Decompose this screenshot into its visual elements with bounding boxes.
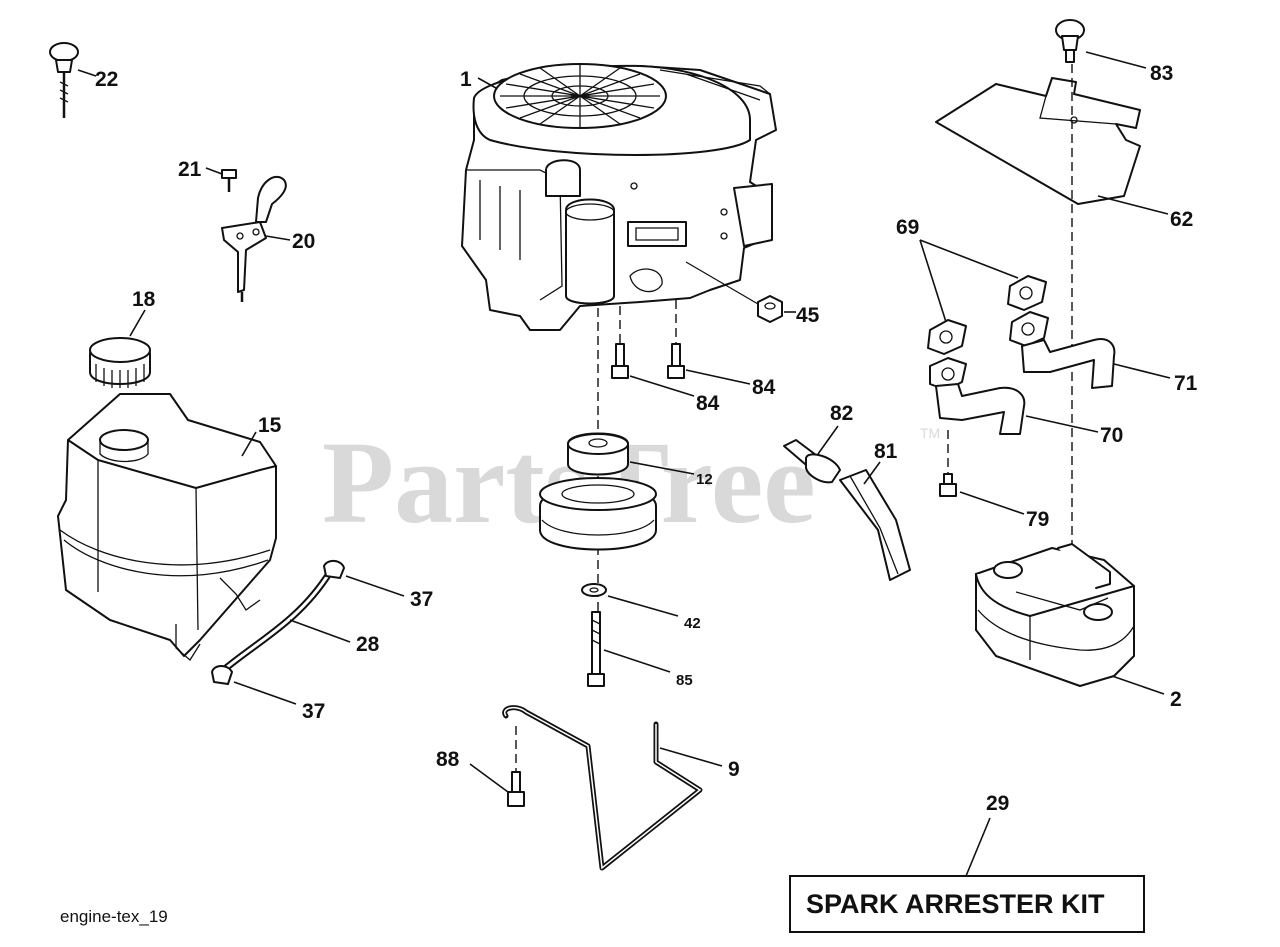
exhaust-pipe-part-70[interactable] — [929, 357, 1026, 435]
washer-part-42[interactable] — [581, 583, 607, 597]
bolt-part-83[interactable] — [1055, 19, 1085, 63]
callout-21[interactable]: 21 — [178, 158, 202, 181]
callout-15[interactable]: 15 — [258, 414, 282, 437]
rod-part-9[interactable] — [502, 705, 703, 871]
fuel-tank-part-15[interactable] — [57, 393, 277, 661]
diagram-code: engine-tex_19 — [60, 907, 168, 926]
callout-84-left[interactable]: 84 — [696, 392, 720, 415]
watermark-trademark: TM — [920, 425, 940, 441]
fuel-cap-part-18[interactable] — [89, 337, 151, 388]
callout-84-right[interactable]: 84 — [752, 376, 776, 399]
dipstick-part-22[interactable] — [49, 42, 79, 118]
bolt-part-88[interactable] — [507, 771, 525, 807]
callout-88[interactable]: 88 — [436, 748, 460, 771]
engine-part-1[interactable] — [461, 63, 777, 331]
callout-62[interactable]: 62 — [1170, 208, 1193, 231]
callout-2[interactable]: 2 — [1170, 688, 1182, 711]
gasket-part-69[interactable] — [927, 275, 1047, 355]
fitting-part-82[interactable] — [783, 439, 841, 484]
callout-20[interactable]: 20 — [292, 230, 315, 253]
callout-29[interactable]: 29 — [986, 792, 1009, 815]
callout-18[interactable]: 18 — [132, 288, 156, 311]
exhaust-pipe-part-71[interactable] — [1009, 311, 1116, 389]
hose-part-81[interactable] — [839, 469, 911, 581]
callout-71[interactable]: 71 — [1174, 372, 1198, 395]
callout-9[interactable]: 9 — [728, 758, 740, 781]
bolt-part-21[interactable] — [221, 169, 237, 192]
spark-arrester-kit-label: SPARK ARRESTER KIT — [806, 889, 1105, 919]
callout-42[interactable]: 42 — [684, 615, 701, 632]
fuel-line-part-28[interactable] — [222, 568, 334, 672]
bolt-part-85[interactable] — [587, 611, 605, 687]
bolt-part-79[interactable] — [939, 473, 957, 497]
muffler-part-2[interactable] — [975, 543, 1135, 687]
callout-70[interactable]: 70 — [1100, 424, 1123, 447]
spark-arrester-kit-box[interactable]: SPARK ARRESTER KIT — [789, 875, 1145, 933]
throttle-bracket-part-20[interactable] — [221, 175, 287, 302]
bolt-part-84-left[interactable] — [611, 343, 629, 379]
callout-82[interactable]: 82 — [830, 402, 853, 425]
heat-shield-part-62[interactable] — [935, 77, 1141, 205]
callout-83[interactable]: 83 — [1150, 62, 1173, 85]
clamp-part-37-top[interactable] — [323, 560, 345, 579]
nut-part-45[interactable] — [757, 295, 783, 323]
callout-45[interactable]: 45 — [796, 304, 820, 327]
callout-79[interactable]: 79 — [1026, 508, 1049, 531]
callout-37-bottom[interactable]: 37 — [302, 700, 325, 723]
callout-69[interactable]: 69 — [896, 216, 919, 239]
callout-81[interactable]: 81 — [874, 440, 898, 463]
pulley-part-12[interactable] — [539, 432, 657, 551]
callout-22[interactable]: 22 — [95, 68, 118, 91]
callout-37-top[interactable]: 37 — [410, 588, 433, 611]
bolt-part-84-right[interactable] — [667, 343, 685, 379]
callout-85[interactable]: 85 — [676, 672, 693, 689]
callout-1[interactable]: 1 — [460, 68, 472, 91]
clamp-part-37-bottom[interactable] — [211, 665, 233, 685]
callout-12[interactable]: 12 — [696, 471, 713, 488]
callout-28[interactable]: 28 — [356, 633, 380, 656]
